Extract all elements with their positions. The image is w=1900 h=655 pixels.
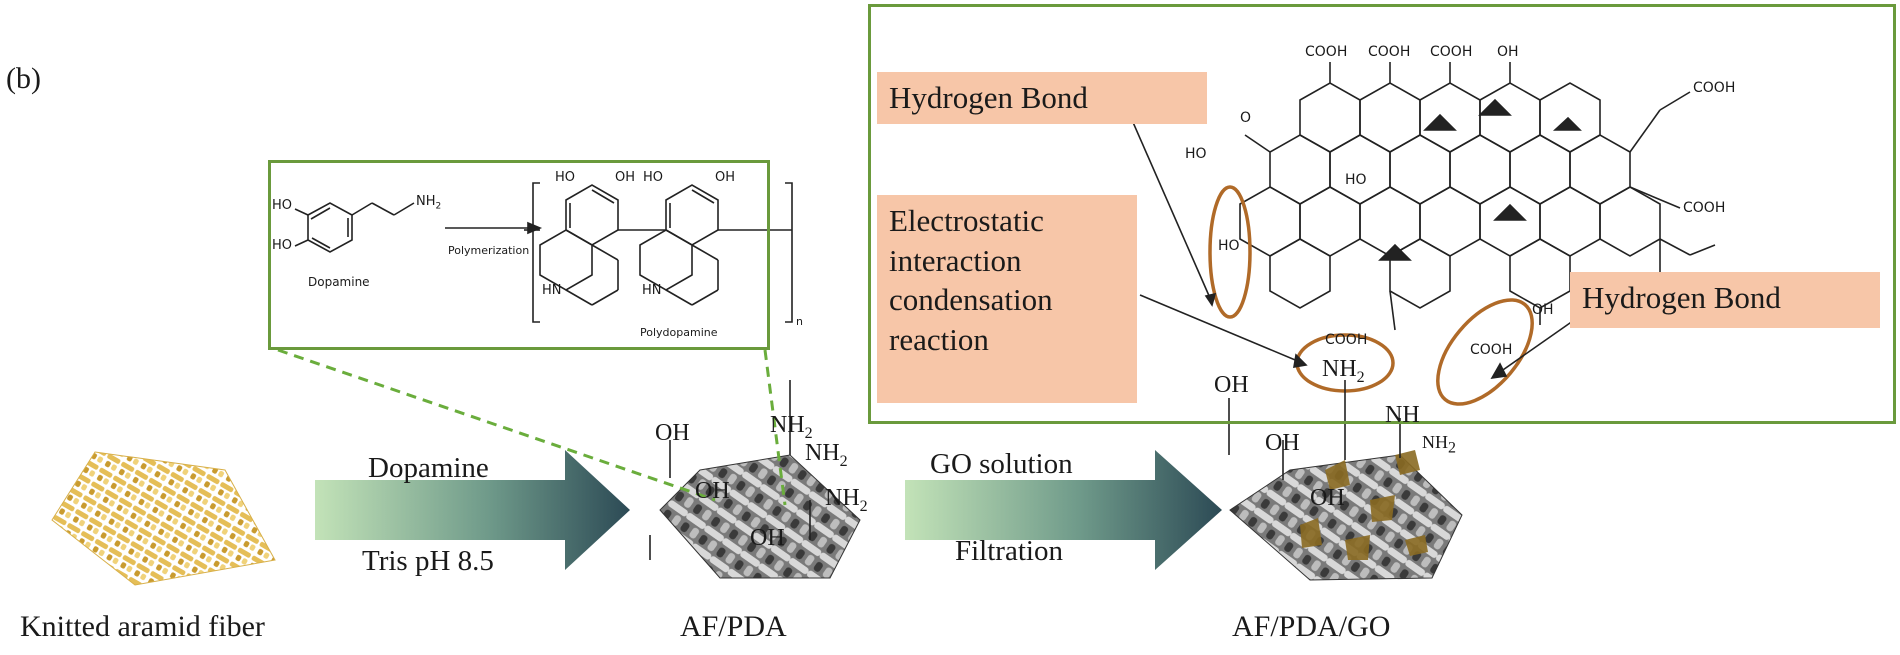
step2-reagent: GO solution: [930, 448, 1073, 480]
pda-oh-top: OH: [655, 420, 690, 446]
go-cooh-lower: COOH: [1470, 342, 1513, 358]
go-o-left: O: [1240, 110, 1252, 126]
electrostatic-callout: Electrostatic interaction condensation r…: [877, 195, 1137, 403]
pda-nh2-b: NH2: [805, 440, 848, 470]
aramid-fiber-image: [51, 451, 276, 586]
polydopamine-label: Polydopamine: [640, 326, 718, 339]
af-pda-label: AF/PDA: [680, 610, 787, 643]
polydopamine-ho-top-2: HO: [643, 170, 664, 185]
graphene-oxide-structure: [1239, 62, 1716, 331]
go-oh-top: OH: [1497, 44, 1519, 60]
af-pda-go-label: AF/PDA/GO: [1232, 610, 1391, 643]
graphene-oxide-inset: [868, 4, 1896, 424]
hydrogen-bond-callout-2: Hydrogen Bond: [1570, 272, 1880, 328]
go-oh-right: OH: [1532, 302, 1554, 318]
aramid-fiber-label: Knitted aramid fiber: [20, 610, 265, 643]
panel-label: (b): [6, 62, 41, 95]
callout-arrows: [1131, 119, 1601, 380]
af-pda-fabric: [659, 454, 861, 579]
polydopamine-inset: [268, 160, 770, 350]
dopamine-label: Dopamine: [308, 275, 370, 289]
polydopamine-structure: [524, 182, 793, 323]
pda-nh2-c: NH2: [825, 485, 868, 515]
go-fabric-oh-b: OH: [1265, 430, 1300, 456]
go-ho-mid: HO: [1345, 172, 1367, 188]
go-cooh-top-2: COOH: [1368, 44, 1411, 60]
go-cooh-top-1: COOH: [1305, 44, 1348, 60]
dopamine-ho-2: HO: [272, 238, 293, 253]
polydopamine-n: n: [796, 315, 803, 328]
dopamine-structure: [294, 202, 415, 253]
polydopamine-oh-top-1: OH: [615, 170, 636, 185]
hydrogen-bond-callout-1: Hydrogen Bond: [877, 72, 1207, 124]
polymerization-label: Polymerization: [448, 244, 530, 257]
pda-oh-bottom: OH: [750, 525, 785, 551]
go-fabric-nh2-c: NH2: [1422, 432, 1456, 457]
dopamine-nh2: NH2: [416, 194, 442, 212]
inset-connector-lines: [277, 348, 787, 506]
polydopamine-oh-top-2: OH: [715, 170, 736, 185]
go-fabric-nh2-a: NH2: [1322, 356, 1365, 386]
step2-arrow: [905, 450, 1222, 570]
go-cooh-right-top: COOH: [1693, 80, 1736, 96]
surface-bonds: [649, 380, 1401, 560]
go-fabric-oh-a: OH: [1214, 372, 1249, 398]
go-cooh-top-3: COOH: [1430, 44, 1473, 60]
dopamine-ho-1: HO: [272, 198, 293, 213]
polydopamine-hn-2: HN: [642, 283, 662, 298]
step2-process: Filtration: [955, 535, 1063, 567]
go-cooh-right-mid: COOH: [1683, 200, 1726, 216]
polydopamine-hn-1: HN: [542, 283, 562, 298]
go-ho-left: HO: [1185, 146, 1207, 162]
go-ho-left-2: HO: [1218, 238, 1240, 254]
step1-arrow: [315, 450, 630, 570]
step1-reagent: Dopamine: [368, 452, 489, 484]
polydopamine-ho-top-1: HO: [555, 170, 576, 185]
pda-oh-mid: OH: [695, 478, 730, 504]
go-fabric-oh-c: OH: [1310, 485, 1345, 511]
go-fabric-nh-b: NH: [1385, 402, 1420, 428]
pda-nh2-a: NH2: [770, 412, 813, 442]
go-cooh-center: COOH: [1325, 332, 1368, 348]
step1-conditions: Tris pH 8.5: [362, 545, 494, 577]
af-pda-go-fabric: [1229, 450, 1463, 581]
